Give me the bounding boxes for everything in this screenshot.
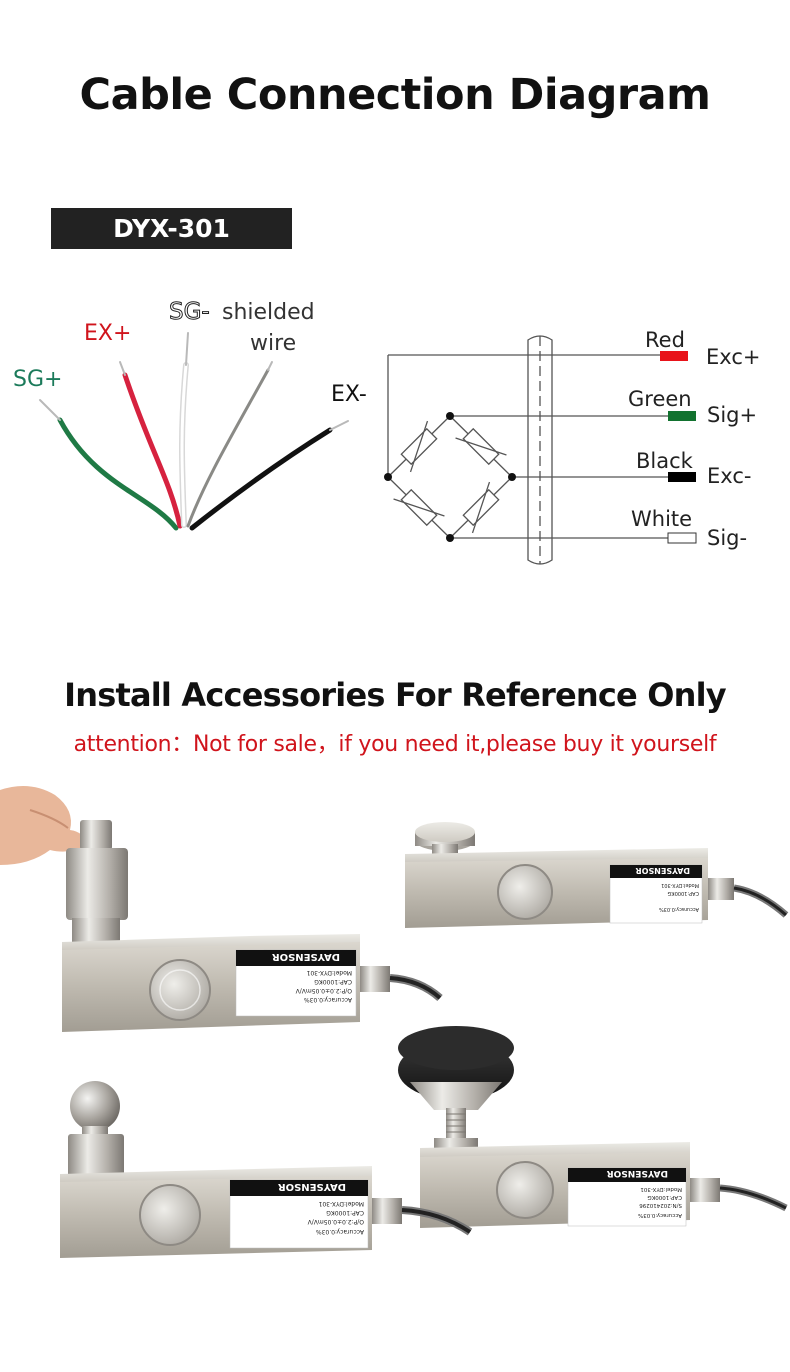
photo-load-cell-with-cup: DAYSENSOR Model:DYX-301 CAP:1000KG O/P:2… [0, 786, 443, 1032]
label-sg-minus: SG- [169, 299, 210, 325]
swatch-red [660, 351, 688, 361]
label1-brand: DAYSENSOR [272, 951, 340, 962]
label3-serial: S/N:202410296 [639, 1202, 682, 1208]
label-ex-plus: EX+ [84, 321, 131, 346]
label2-cap: CAP:1000KG [667, 890, 699, 896]
photo-load-cell-with-ball: DAYSENSOR Model:DYX-301 CAP:1000KG O/P:2… [60, 1081, 473, 1258]
label1-cap: CAP:1000KG [314, 978, 352, 985]
wire-bundle: SG+ EX+ SG- shielded wire EX- [13, 299, 367, 531]
label3-cap: CAP:1000KG [647, 1194, 682, 1200]
terminal-black-name: Black [636, 449, 694, 473]
label1-accuracy: Accuracy:0.03% [304, 996, 352, 1003]
label-shielded-line2: wire [250, 331, 296, 356]
wire-red [122, 372, 183, 529]
wire-black [189, 427, 333, 531]
label1-model: Model:DYX-301 [306, 969, 352, 976]
terminal-red-signal: Exc+ [706, 345, 760, 369]
label2-model: Model:DYX-301 [661, 882, 699, 888]
label-ex-minus: EX- [331, 382, 367, 407]
terminal-black-signal: Exc- [707, 464, 751, 488]
wire-tips [39, 332, 349, 431]
label2-brand: DAYSENSOR [635, 866, 690, 875]
accessories-title: Install Accessories For Reference Only [64, 676, 727, 714]
label2-accuracy: Accuracy:0.03% [659, 906, 699, 912]
swatch-black [668, 472, 696, 482]
swatch-white [667, 532, 697, 544]
terminal-green-signal: Sig+ [707, 403, 757, 427]
bridge-schematic [384, 335, 680, 565]
swatch-green [668, 411, 696, 421]
model-badge: DYX-301 [51, 208, 292, 249]
label4-model: Model:DYX-301 [318, 1200, 364, 1207]
label3-model: Model:DYX-301 [640, 1186, 682, 1192]
label1-output: O/P:2.0±0.05mV/V [295, 987, 352, 994]
terminal-red-name: Red [645, 328, 685, 352]
label4-cap: CAP:1000KG [326, 1209, 364, 1216]
photo-load-cell-with-foot: DAYSENSOR Model:DYX-301 CAP:1000KG S/N:2… [398, 1026, 788, 1228]
photo-load-cell-with-cap: DAYSENSOR Model:DYX-301 CAP:1000KG Accur… [405, 822, 789, 928]
page-title: Cable Connection Diagram [79, 70, 711, 120]
label4-brand: DAYSENSOR [278, 1181, 346, 1192]
wire-green [57, 417, 179, 531]
label3-accuracy: Accuracy:0.03% [638, 1212, 682, 1218]
terminal-white-name: White [631, 507, 692, 531]
accessory-photos: DAYSENSOR Model:DYX-301 CAP:1000KG O/P:2… [0, 786, 789, 1258]
terminal-white-signal: Sig- [707, 526, 747, 550]
hand [0, 786, 86, 865]
terminal-green-name: Green [628, 387, 692, 411]
label-shielded-line1: shielded [222, 300, 315, 325]
label3-brand: DAYSENSOR [607, 1168, 668, 1178]
label-sg-plus: SG+ [13, 367, 62, 392]
label4-accuracy: Accuracy:0.03% [316, 1228, 364, 1235]
wiring-diagram: SG+ EX+ SG- shielded wire EX- [13, 299, 760, 565]
label4-output: O/P:2.0±0.05mV/V [307, 1218, 364, 1225]
attention-note: attention：Not for sale，if you need it,pl… [73, 732, 717, 757]
wire-shield [186, 368, 270, 528]
shield-tube [527, 335, 553, 565]
